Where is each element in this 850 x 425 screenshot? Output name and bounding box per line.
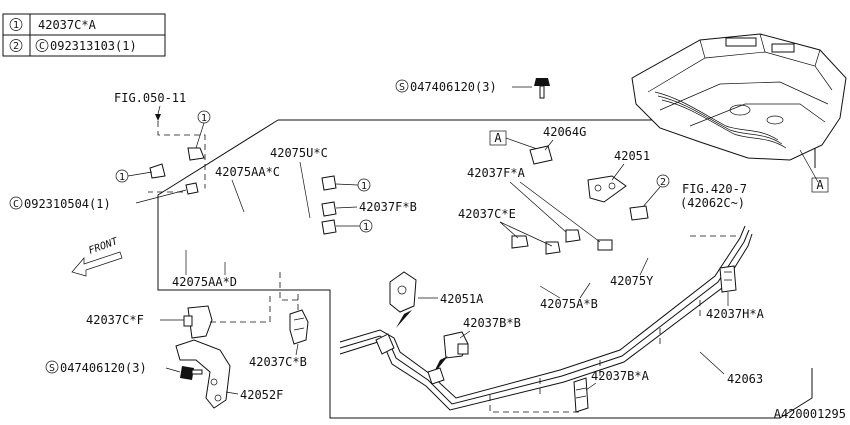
legend-num-1: 1 (13, 20, 19, 31)
bolt-bottom-prefix: S (49, 363, 55, 374)
fuel-tank-illustration (631, 33, 847, 183)
top-bolt: S 047406120(3) (395, 78, 550, 99)
bolt-top-prefix: S (399, 82, 405, 93)
part-42051A (375, 271, 417, 355)
part-42051 (587, 175, 627, 203)
legend-text-1: 42037C*A (38, 18, 97, 32)
label-42064G: 42064G (543, 125, 586, 139)
label-42037HA: 42037H*A (706, 307, 765, 321)
label-42051: 42051 (614, 149, 650, 163)
label-fig-420-7-sub: (42062C~) (680, 196, 745, 210)
front-arrow: FRONT (71, 236, 123, 277)
bolt-bottom-label: 047406120(3) (60, 361, 147, 375)
bolt-top-label: 047406120(3) (410, 80, 497, 94)
label-42075AAD: 42075AA*D (172, 275, 237, 289)
label-092310504-prefix: C (13, 199, 19, 210)
left-clamps (149, 147, 337, 235)
label-42075AB: 42075A*B (540, 297, 598, 311)
legend-text-2: 092313103(1) (50, 39, 137, 53)
circle-2: 2 (660, 177, 666, 188)
part-42037BB (427, 331, 469, 385)
part-42037BA (573, 377, 589, 413)
circle-1-right-b: 1 (363, 222, 369, 233)
reference-code: A420001295 (774, 407, 846, 421)
part-42037HA (719, 265, 737, 293)
label-42037CF: 42037C*F (86, 313, 144, 327)
fig-050-label: FIG.050-11 (114, 91, 186, 105)
label-42075AAC: 42075AA*C (215, 165, 280, 179)
label-42037FB: 42037F*B (359, 200, 417, 214)
legend-table: 1 42037C*A 2 C 092313103(1) (2, 13, 166, 57)
label-42075Y: 42075Y (610, 274, 654, 288)
left-hose-group (171, 172, 326, 261)
label-42051A: 42051A (440, 292, 484, 306)
middle-hose-group (511, 145, 613, 288)
part-42052F (175, 339, 231, 409)
part-42037CF (183, 305, 213, 339)
label-42052F: 42052F (240, 388, 283, 402)
label-42037BA: 42037B*A (591, 369, 650, 383)
hose-42075Y (631, 221, 692, 261)
label-092310504: 092310504(1) (24, 197, 111, 211)
label-42037CB: 42037C*B (249, 355, 307, 369)
bottom-bolt: S 047406120(3) (45, 360, 203, 380)
label-fig-420-7: FIG.420-7 (682, 182, 747, 196)
box-a-left: A (494, 131, 502, 145)
label-42075UC: 42075U*C (270, 146, 328, 160)
label-42037FA: 42037F*A (467, 166, 526, 180)
legend-num-2: 2 (13, 41, 19, 52)
box-a-right: A (816, 178, 824, 192)
circle-1-right-a: 1 (361, 181, 367, 192)
label-42037CE: 42037C*E (458, 207, 516, 221)
label-42063: 42063 (727, 372, 763, 386)
label-42037BB: 42037B*B (463, 316, 521, 330)
circle-1-left: 1 (119, 172, 125, 183)
part-42037CB (289, 309, 309, 345)
legend-prefix-2: C (39, 41, 45, 52)
circle-1-top: 1 (201, 113, 207, 124)
